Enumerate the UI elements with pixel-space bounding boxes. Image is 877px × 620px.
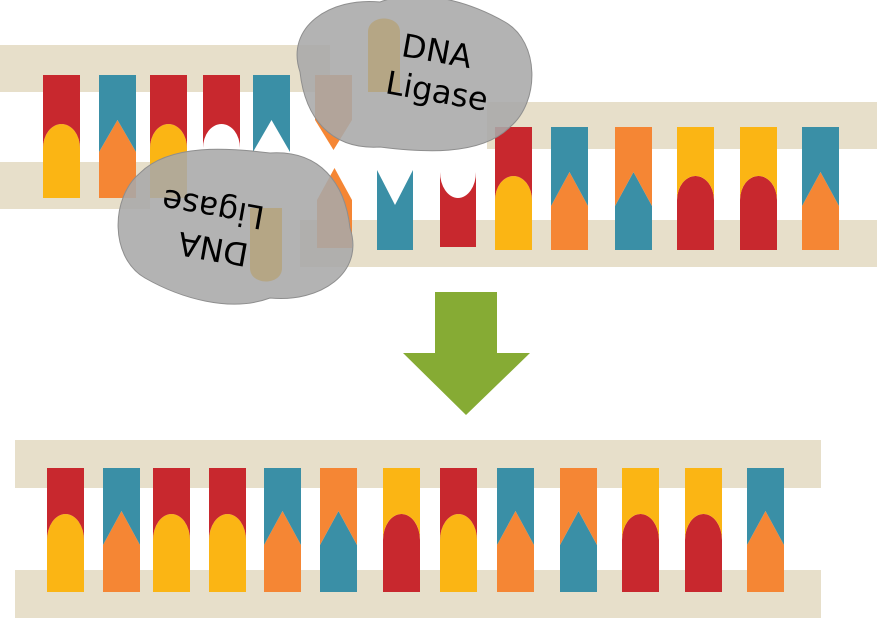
top-red-base bbox=[47, 468, 84, 540]
base-pair bbox=[622, 468, 659, 592]
bottom-yellow-base bbox=[495, 176, 532, 250]
base-pair bbox=[497, 468, 534, 592]
base-pair bbox=[551, 127, 588, 250]
base-pair bbox=[264, 468, 301, 592]
top-red-base bbox=[150, 75, 187, 148]
bottom-blue-base bbox=[560, 511, 597, 592]
top-red-base bbox=[153, 468, 190, 540]
top-red-base bbox=[43, 75, 80, 148]
unpaired-top-red-base bbox=[203, 75, 240, 148]
base-pair bbox=[747, 468, 784, 592]
bottom-yellow-base bbox=[43, 124, 80, 198]
bottom-orange-base bbox=[497, 511, 534, 592]
bottom-orange-base bbox=[802, 172, 839, 250]
bottom-blue-base bbox=[615, 172, 652, 250]
bottom-orange-base bbox=[747, 511, 784, 592]
base-pair bbox=[615, 127, 652, 250]
unpaired-top-blue-base bbox=[253, 75, 290, 152]
top-blue-base bbox=[497, 468, 534, 545]
top-orange-base bbox=[615, 127, 652, 206]
top-blue-base bbox=[103, 468, 140, 545]
bottom-red-base bbox=[740, 176, 777, 250]
top-red-base bbox=[209, 468, 246, 540]
base-pair bbox=[103, 468, 140, 592]
top-blue-base bbox=[264, 468, 301, 545]
base-pair bbox=[685, 468, 722, 592]
bottom-yellow-base bbox=[153, 514, 190, 592]
enzyme-body bbox=[296, 0, 533, 152]
bottom-yellow-base bbox=[440, 514, 477, 592]
top-yellow-base bbox=[677, 127, 714, 200]
bottom-red-base bbox=[685, 514, 722, 592]
base-pair bbox=[740, 127, 777, 250]
base-pair bbox=[560, 468, 597, 592]
top-blue-base bbox=[802, 127, 839, 206]
bottom-orange-base bbox=[551, 172, 588, 250]
enzyme-body bbox=[117, 148, 354, 305]
bottom-orange-base bbox=[264, 511, 301, 592]
top-yellow-base bbox=[383, 468, 420, 540]
base-pair bbox=[43, 75, 80, 198]
bottom-orange-base bbox=[103, 511, 140, 592]
top-orange-base bbox=[560, 468, 597, 545]
top-blue-base bbox=[99, 75, 136, 152]
base-pair bbox=[153, 468, 190, 592]
base-pair bbox=[495, 127, 532, 250]
down-arrow-icon bbox=[403, 292, 530, 415]
base-pair bbox=[677, 127, 714, 250]
base-pair bbox=[99, 75, 136, 198]
top-blue-base bbox=[747, 468, 784, 545]
bottom-red-base bbox=[622, 514, 659, 592]
base-pair bbox=[209, 468, 246, 592]
enzyme-active-site bbox=[368, 18, 400, 92]
bottom-yellow-base bbox=[47, 514, 84, 592]
base-pair bbox=[383, 468, 420, 592]
down-arrow-icon-shape bbox=[403, 292, 530, 415]
bottom-red-base bbox=[383, 514, 420, 592]
bottom-blue-base bbox=[320, 511, 357, 592]
top-orange-base bbox=[320, 468, 357, 545]
base-pair bbox=[802, 127, 839, 250]
top-yellow-base bbox=[685, 468, 722, 540]
before-ligation-panel bbox=[0, 45, 877, 267]
top-yellow-base bbox=[740, 127, 777, 200]
top-red-base bbox=[495, 127, 532, 200]
base-pair bbox=[440, 468, 477, 592]
bottom-orange-base bbox=[99, 120, 136, 198]
base-pair bbox=[320, 468, 357, 592]
top-red-base bbox=[440, 468, 477, 540]
bottom-red-base bbox=[677, 176, 714, 250]
enzyme-active-site bbox=[250, 208, 282, 282]
base-pair bbox=[47, 468, 84, 592]
after-ligation-panel bbox=[15, 440, 821, 618]
bottom-yellow-base bbox=[209, 514, 246, 592]
top-yellow-base bbox=[622, 468, 659, 540]
top-blue-base bbox=[551, 127, 588, 206]
